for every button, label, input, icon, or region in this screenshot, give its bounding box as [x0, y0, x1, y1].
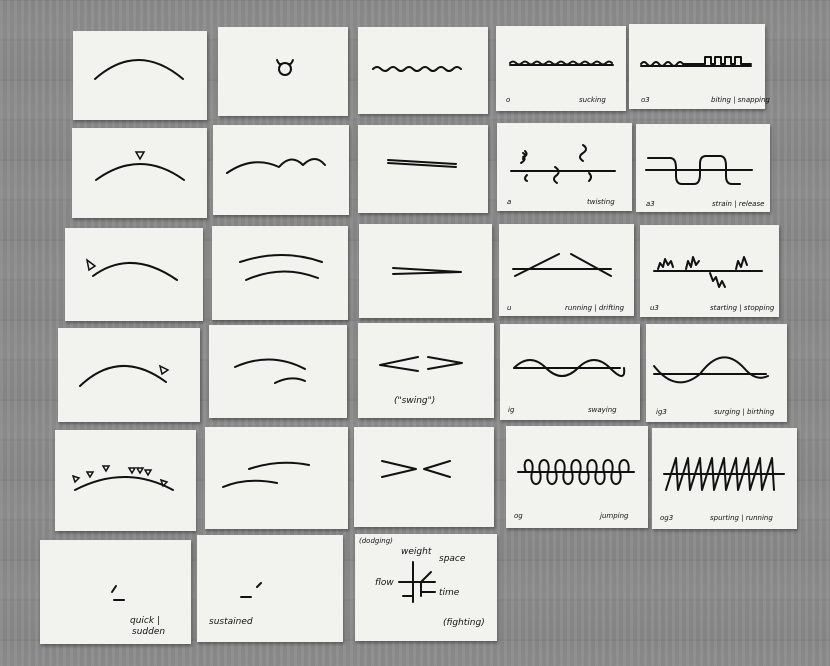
card-r2-c4: a twisting [497, 123, 632, 211]
parallel-arcs-drawing [212, 226, 348, 320]
triple-arcs-drawing [213, 125, 349, 215]
card-r2-c1 [72, 128, 207, 218]
card-number: ig [508, 406, 514, 414]
card-number: og3 [660, 514, 673, 522]
card-label: surging | birthing [714, 408, 774, 416]
sucking-drawing [496, 26, 626, 111]
strain-release-drawing [636, 124, 770, 212]
card-r4-c2 [209, 325, 347, 418]
card-label: quick | [130, 616, 160, 626]
card-r1-c2 [218, 27, 348, 116]
card-r4-c4: ig swaying [500, 324, 640, 420]
card-r3-c4: u running | drifting [499, 224, 634, 316]
card-r6-c1: quick | sudden [40, 540, 191, 644]
card-number: o [506, 96, 510, 104]
card-r3-c5: u3 starting | stopping [640, 225, 779, 317]
card-r4-c1 [58, 328, 200, 422]
arc-with-triangle-right-drawing [58, 328, 200, 422]
card-r2-c5: a3 strain | release [636, 124, 770, 212]
card-number: a [507, 198, 511, 206]
card-r2-c2 [213, 125, 349, 215]
small-wave-drawing [358, 27, 488, 114]
card-label: spurting | running [710, 514, 773, 522]
fighting-label: (fighting) [443, 618, 485, 628]
card-number: o3 [641, 96, 650, 104]
card-label: sucking [579, 96, 606, 104]
card-r1-c3 [358, 27, 488, 114]
card-r5-c3 [354, 427, 494, 527]
arc-and-short-arc-drawing [209, 325, 347, 418]
card-label: swaying [588, 406, 617, 414]
swaying-drawing [500, 324, 640, 420]
card-r6-c3: (dodging) weight space flow time (fighti… [355, 534, 497, 641]
card-r3-c3 [359, 224, 492, 318]
card-r2-c3 [358, 125, 488, 213]
arc-with-triangle-left-drawing [65, 228, 203, 321]
card-r5-c5: og3 spurting | running [652, 428, 797, 529]
card-label-line-2: sudden [132, 627, 165, 637]
card-r1-c1 [73, 31, 207, 120]
card-r1-c4: o sucking [496, 26, 626, 111]
card-r6-c2: sustained [197, 535, 343, 642]
card-label: jumping [600, 512, 628, 520]
quick-sudden-drawing [40, 540, 191, 644]
card-r4-c3: ("swing") [358, 323, 494, 418]
card-r5-c4: og jumping [506, 426, 648, 528]
diverging-lines-drawing [359, 224, 492, 318]
card-label: biting | snapping [711, 96, 770, 104]
card-number: u [507, 304, 511, 312]
arc-with-triangle-top-drawing [72, 128, 207, 218]
card-r5-c1 [55, 430, 196, 531]
card-r3-c2 [212, 226, 348, 320]
card-number: og [514, 512, 523, 520]
card-number: a3 [646, 200, 655, 208]
card-label: running | drifting [565, 304, 624, 312]
pinching-angles-drawing [354, 427, 494, 527]
card-label: strain | release [712, 200, 764, 208]
card-r3-c1 [65, 228, 203, 321]
arc-drawing [73, 31, 207, 120]
card-label: sustained [209, 617, 253, 627]
card-number: ig3 [656, 408, 667, 416]
taurus-symbol-drawing [218, 27, 348, 116]
card-r4-c5: ig3 surging | birthing [646, 324, 787, 422]
converging-lines-drawing [358, 125, 488, 213]
arc-with-many-triangles-drawing [55, 430, 196, 531]
card-label: starting | stopping [710, 304, 774, 312]
card-r5-c2 [205, 427, 348, 529]
card-r1-c5: o3 biting | snapping [629, 24, 765, 109]
card-label: ("swing") [394, 396, 435, 406]
card-number: u3 [650, 304, 659, 312]
running-drifting-drawing [499, 224, 634, 316]
card-label: twisting [587, 198, 615, 206]
offset-arcs-drawing [205, 427, 348, 529]
